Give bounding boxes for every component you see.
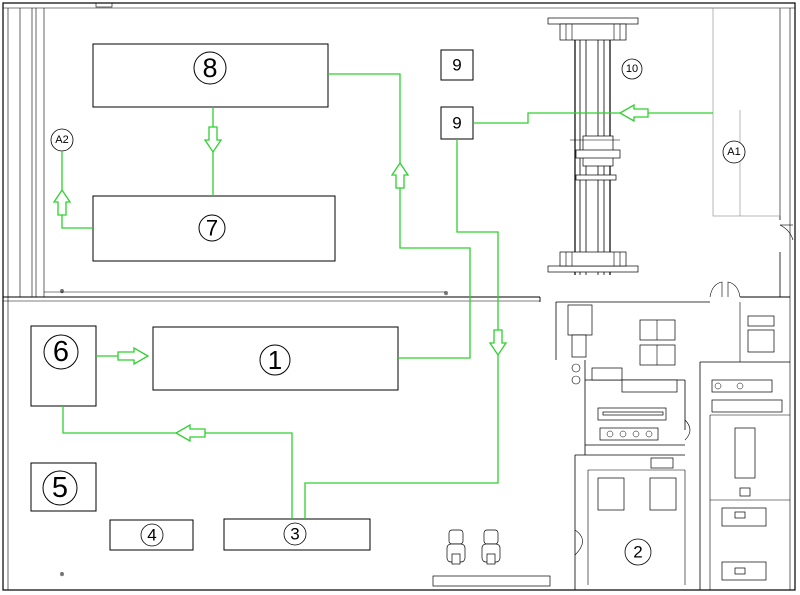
chair-icon bbox=[446, 529, 466, 565]
flow-arrow-down-9-3 bbox=[488, 329, 508, 357]
machine-5-label: 5 bbox=[52, 472, 68, 504]
upper-hall-column-lines bbox=[19, 2, 113, 297]
station-9-mid-label: 9 bbox=[452, 114, 461, 133]
label-a1-text: A1 bbox=[727, 146, 740, 158]
machine-6-label: 6 bbox=[53, 336, 69, 368]
machine-7: 7 bbox=[92, 195, 336, 262]
machine-5: 5 bbox=[30, 462, 97, 512]
chair-icons bbox=[446, 529, 501, 565]
machine-8: 8 bbox=[92, 43, 329, 108]
office-area-walls bbox=[539, 281, 790, 590]
svg-text:⊗: ⊗ bbox=[59, 289, 64, 295]
flow-arrow-up-a2 bbox=[52, 188, 72, 216]
flow-arrow-left-3-6 bbox=[174, 423, 206, 443]
flow-arrow-right-6-1 bbox=[117, 346, 150, 366]
chair-icon bbox=[481, 529, 501, 565]
conveyor-machine-10 bbox=[547, 17, 639, 275]
station-9-top-label: 9 bbox=[452, 56, 461, 75]
machine-4-label: 4 bbox=[147, 526, 156, 545]
machine-3: 3 bbox=[223, 518, 371, 551]
office-furniture bbox=[432, 304, 783, 587]
machine-7-label: 7 bbox=[206, 216, 218, 241]
svg-text:⊗: ⊗ bbox=[443, 291, 448, 297]
label-a1: A1 bbox=[722, 140, 746, 164]
flow-arrows bbox=[52, 103, 649, 443]
label-a2-text: A2 bbox=[55, 134, 68, 146]
label-2: 2 bbox=[624, 538, 652, 566]
svg-text:⊗: ⊗ bbox=[59, 572, 64, 578]
label-10: 10 bbox=[621, 58, 643, 80]
label-a2: A2 bbox=[50, 128, 74, 152]
material-flow-lines bbox=[61, 73, 713, 519]
label-2-text: 2 bbox=[633, 543, 642, 562]
machine-8-label: 8 bbox=[202, 53, 217, 83]
machine-3-label: 3 bbox=[290, 525, 299, 544]
station-9-mid: 9 bbox=[440, 106, 474, 140]
label-10-text: 10 bbox=[626, 63, 638, 75]
area-a1-zone bbox=[712, 7, 794, 241]
machine-1: 1 bbox=[152, 326, 399, 391]
machine-6: 6 bbox=[30, 325, 97, 407]
machine-4: 4 bbox=[109, 519, 194, 551]
divider-wall: ⊗ ⊗ ⊗ bbox=[3, 289, 790, 578]
machine-1-label: 1 bbox=[268, 345, 282, 375]
flow-arrow-down-8-7 bbox=[203, 126, 223, 154]
station-9-top: 9 bbox=[440, 49, 474, 81]
flow-arrow-up-1-8 bbox=[390, 161, 410, 189]
flow-arrow-left-a1-9 bbox=[618, 103, 649, 123]
